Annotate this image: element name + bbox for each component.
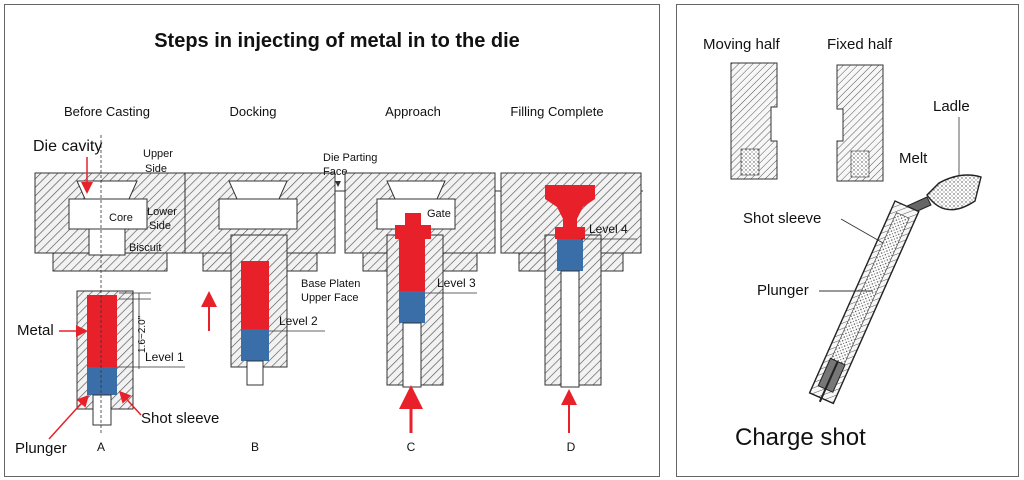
label-level3: Level 3: [437, 276, 476, 290]
label-melt: Melt: [899, 150, 928, 167]
injection-steps-panel: Steps in injecting of metal in to the di…: [4, 4, 660, 477]
label-base-platen-1: Base Platen: [301, 278, 360, 290]
charge-shot-sleeve: [808, 200, 920, 405]
die-block-a: [34, 172, 186, 272]
label-level1: Level 1: [145, 350, 184, 364]
charge-shot-panel: Moving half Fixed half Ladle Melt Shot s…: [676, 4, 1019, 477]
label-level2: Level 2: [279, 314, 318, 328]
label-biscuit: Biscuit: [129, 242, 161, 254]
label-shot-sleeve: Shot sleeve: [141, 410, 219, 427]
label-die-parting-2: Face: [323, 166, 347, 178]
label-lower-side-1: Lower: [147, 206, 177, 218]
label-upper-side-1: Upper: [143, 148, 173, 160]
label-level4: Level 4: [589, 222, 628, 236]
stage-letter-b: B: [251, 440, 259, 454]
label-lower-side-2: Side: [149, 220, 171, 232]
shot-sleeve-a: [76, 290, 134, 426]
plunger-rod-d: [560, 270, 580, 388]
injection-steps-diagram: Steps in injecting of metal in to the di…: [15, 30, 643, 457]
metal-a: [87, 295, 117, 367]
label-die-cavity: Die cavity: [33, 138, 102, 155]
label-fixed-half: Fixed half: [827, 36, 893, 53]
label-plunger: Plunger: [15, 440, 67, 457]
plunger-head-a: [87, 367, 117, 395]
stage-letter-d: D: [567, 440, 576, 454]
stage-letter-c: C: [407, 440, 416, 454]
label-dimension: 1.6~2.0": [137, 315, 148, 353]
stage-heading-c: Approach: [385, 104, 441, 119]
charge-shot-diagram: Moving half Fixed half Ladle Melt Shot s…: [703, 36, 982, 451]
metal-c: [399, 237, 425, 291]
stage-heading-d: Filling Complete: [510, 104, 603, 119]
plunger-head-c: [399, 291, 425, 323]
stage-heading-b: Docking: [230, 104, 277, 119]
metal-b: [241, 261, 269, 329]
ladle: [926, 174, 982, 211]
label-metal: Metal: [17, 322, 54, 339]
plunger-rod-c: [402, 322, 422, 388]
stage-heading-a: Before Casting: [64, 104, 150, 119]
label-moving-half: Moving half: [703, 36, 781, 53]
label-shot-sleeve-right: Shot sleeve: [743, 210, 821, 227]
label-plunger-right: Plunger: [757, 282, 809, 299]
shot-sleeve-c: [386, 213, 444, 388]
label-core: Core: [109, 212, 133, 224]
filled-cavity-d: [545, 185, 595, 239]
label-base-platen-2: Upper Face: [301, 292, 358, 304]
label-ladle: Ladle: [933, 98, 970, 115]
charge-shot-caption: Charge shot: [735, 424, 866, 451]
label-upper-side-2: Side: [145, 163, 167, 175]
plunger-rod-b: [246, 360, 264, 386]
plunger-head-d: [557, 239, 583, 271]
gate-metal-c: [405, 213, 421, 227]
plunger-head-b: [241, 329, 269, 361]
stage-letter-a: A: [97, 440, 105, 454]
shot-sleeve-b: [230, 234, 288, 386]
diagram-title: Steps in injecting of metal in to the di…: [154, 30, 520, 52]
fixed-half-block: [836, 64, 884, 182]
label-die-parting-1: Die Parting: [323, 152, 377, 164]
shot-sleeve-d: [544, 185, 602, 388]
plunger-rod-a: [92, 394, 112, 426]
label-gate: Gate: [427, 208, 451, 220]
